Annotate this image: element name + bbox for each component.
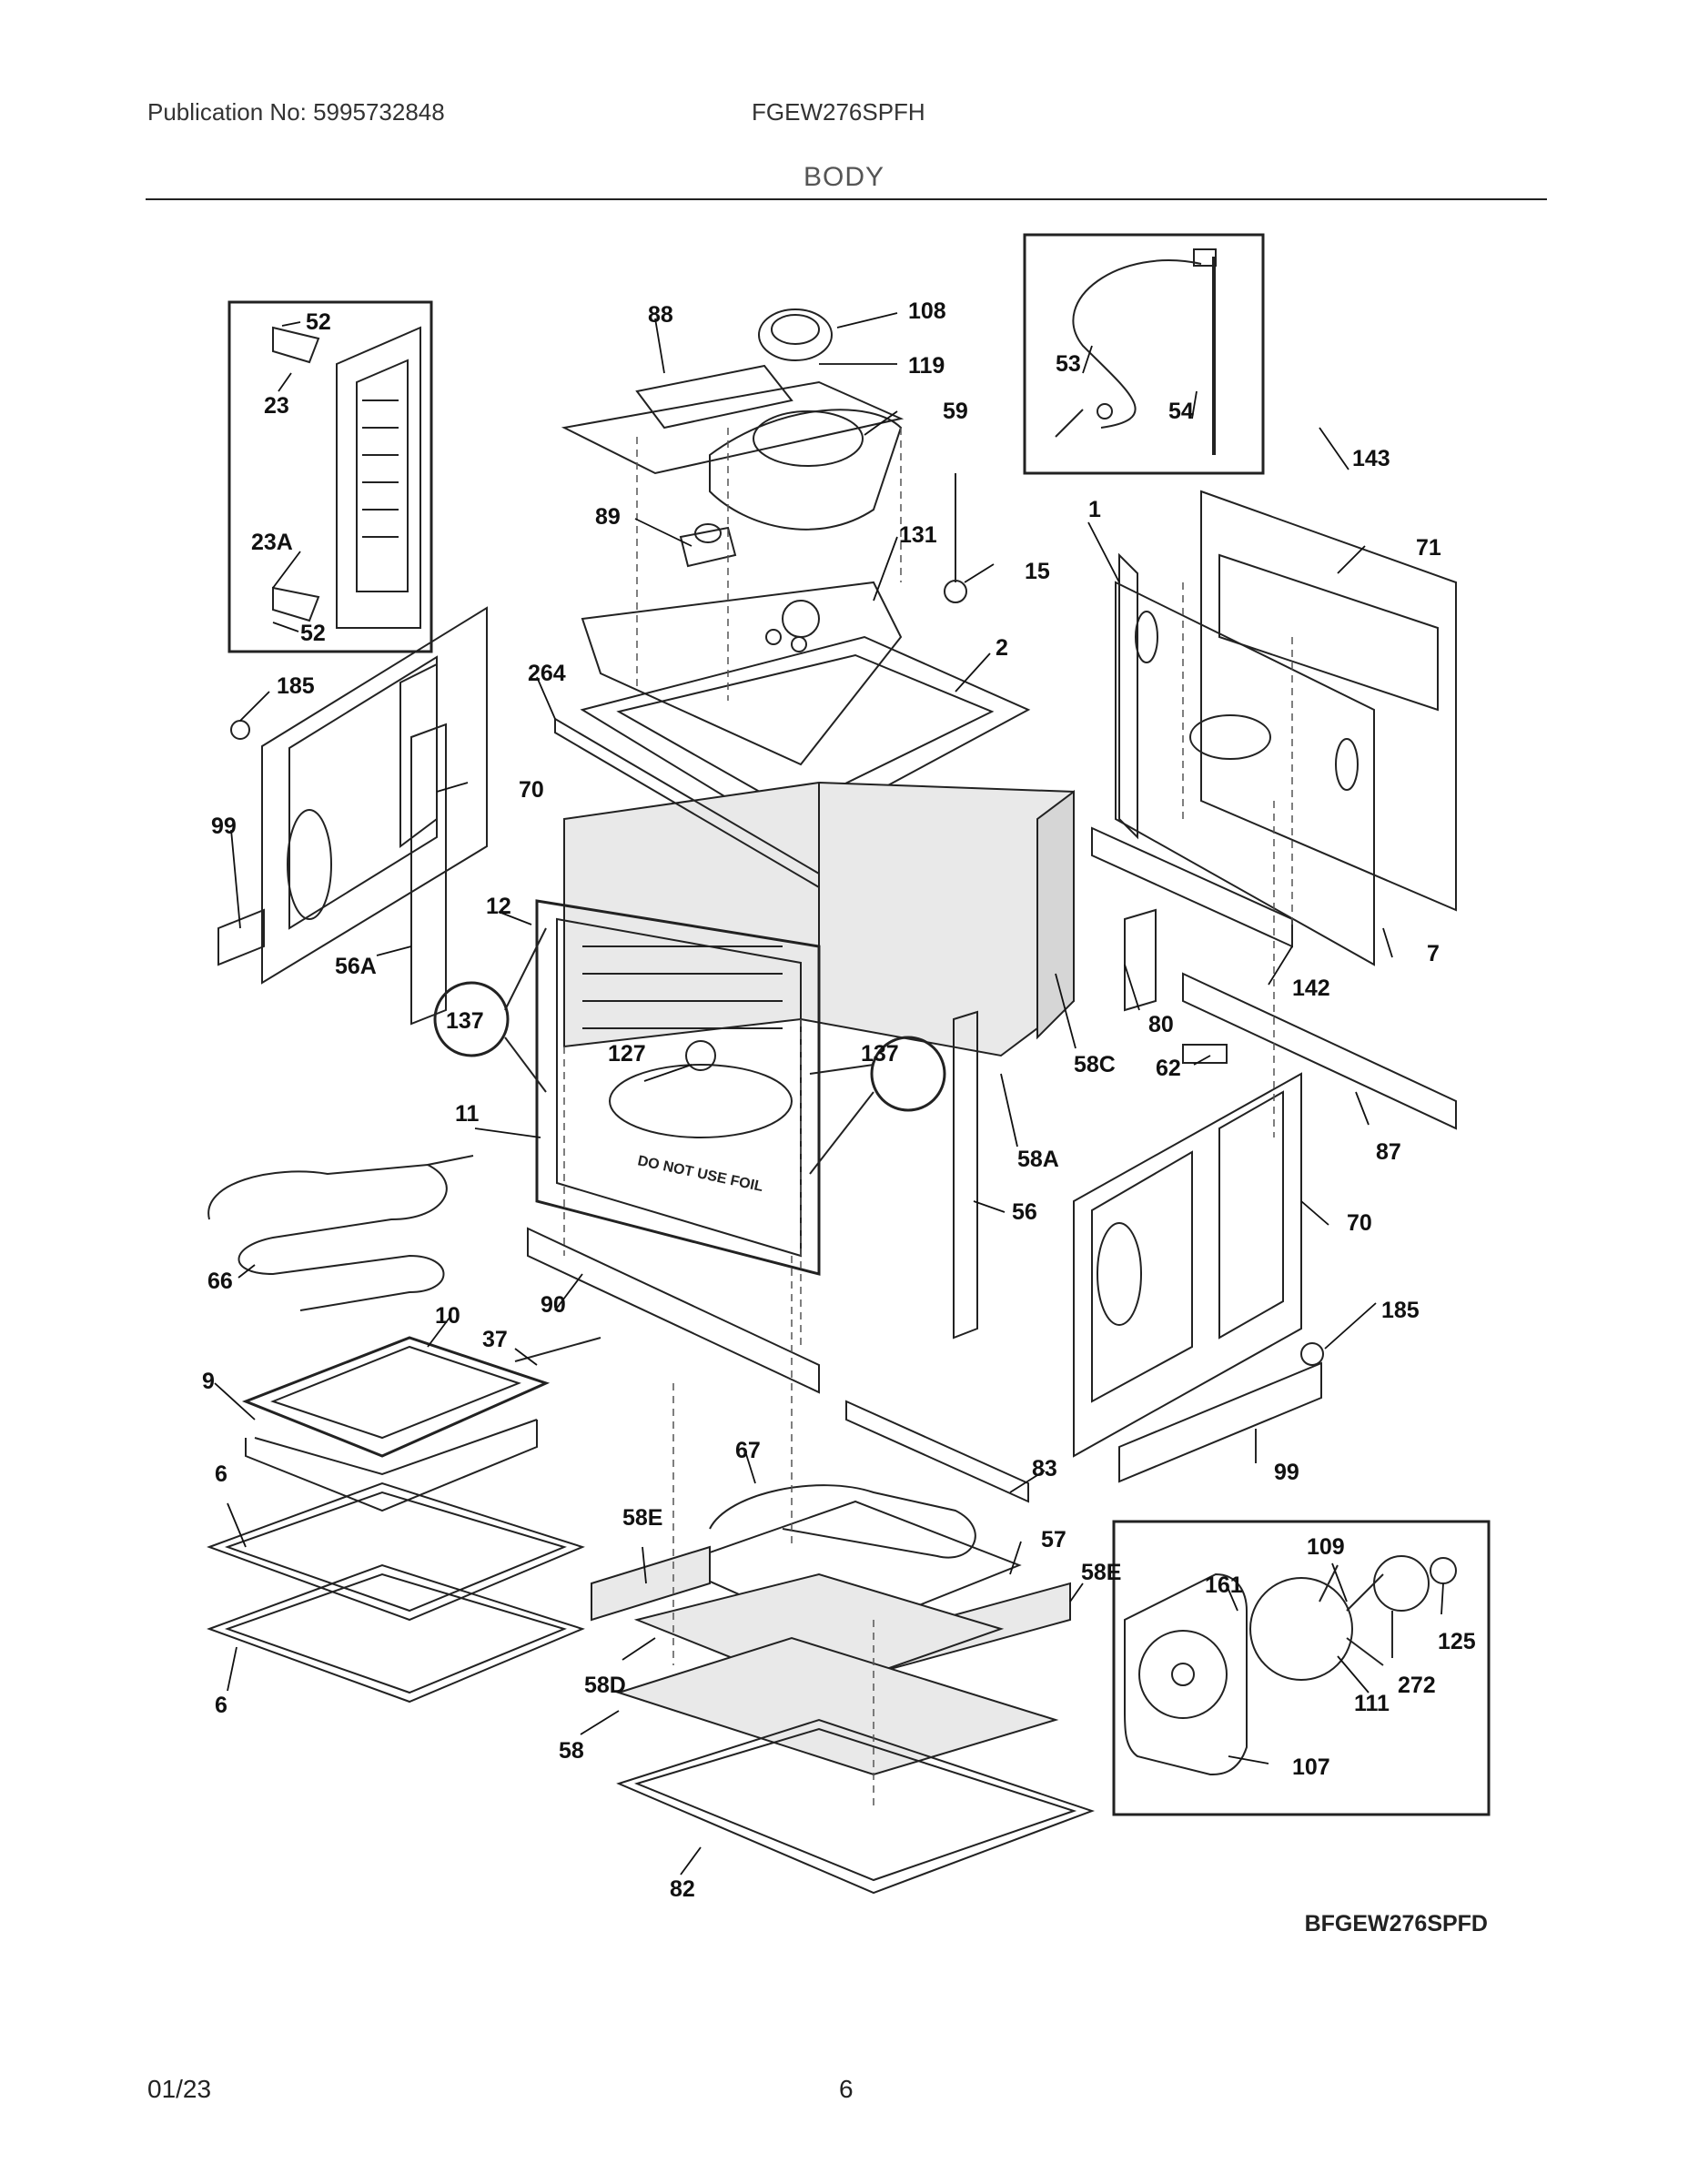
callout-37: 37 xyxy=(482,1327,508,1352)
diagram-reference-code: BFGEW276SPFD xyxy=(1304,1911,1488,1936)
callout-9: 9 xyxy=(202,1369,215,1394)
footer-date: 01/23 xyxy=(147,2075,212,2103)
callout-58: 58 xyxy=(559,1738,584,1764)
callout-11: 11 xyxy=(455,1101,480,1127)
callout-264: 264 xyxy=(528,661,566,686)
callout-119: 119 xyxy=(908,353,945,379)
callout-15: 15 xyxy=(1025,559,1050,584)
callout-6-bottom: 6 xyxy=(215,1693,227,1718)
callout-23: 23 xyxy=(264,393,289,419)
callout-127: 127 xyxy=(608,1041,646,1067)
callout-142: 142 xyxy=(1292,976,1330,1001)
callout-137-right: 137 xyxy=(861,1041,899,1067)
callout-143: 143 xyxy=(1352,446,1390,471)
model-number: FGEW276SPFH xyxy=(752,98,925,126)
callout-52-top: 52 xyxy=(306,309,331,335)
callout-58A: 58A xyxy=(1017,1147,1059,1172)
callout-56: 56 xyxy=(1012,1199,1037,1225)
callout-108: 108 xyxy=(908,298,946,324)
callout-58E-right: 58E xyxy=(1081,1560,1121,1585)
inset-rack-support xyxy=(227,300,433,653)
section-title: BODY xyxy=(803,162,885,192)
callout-54: 54 xyxy=(1168,399,1194,424)
callout-58E-left: 58E xyxy=(622,1505,662,1531)
callout-82: 82 xyxy=(670,1876,695,1902)
callout-80: 80 xyxy=(1148,1012,1174,1037)
svg-text:DO NOT USE FOIL: DO NOT USE FOIL xyxy=(636,1153,764,1195)
callout-53: 53 xyxy=(1056,351,1081,377)
callout-89: 89 xyxy=(595,504,621,530)
page-number: 6 xyxy=(839,2075,854,2103)
publication-number: Publication No: 5995732848 xyxy=(147,98,445,126)
callout-161: 161 xyxy=(1205,1572,1243,1598)
callout-6-top: 6 xyxy=(215,1461,227,1487)
callout-12: 12 xyxy=(486,894,511,919)
callout-137-left: 137 xyxy=(446,1008,484,1034)
callout-83: 83 xyxy=(1032,1456,1057,1481)
callout-99-left: 99 xyxy=(211,814,237,839)
inset-convection-fan xyxy=(1112,1520,1491,1816)
header-rule xyxy=(146,198,1547,200)
callout-67: 67 xyxy=(735,1438,761,1463)
callout-62: 62 xyxy=(1156,1056,1181,1081)
callout-87: 87 xyxy=(1376,1139,1401,1165)
inset-sensor xyxy=(1023,233,1265,475)
callout-59: 59 xyxy=(943,399,968,424)
callout-1: 1 xyxy=(1088,497,1101,522)
callout-88: 88 xyxy=(648,302,673,328)
callout-57: 57 xyxy=(1041,1527,1066,1552)
callout-66: 66 xyxy=(207,1269,233,1294)
callout-125: 125 xyxy=(1438,1629,1476,1654)
callout-111: 111 xyxy=(1354,1691,1390,1716)
callout-10: 10 xyxy=(435,1303,460,1329)
callout-90: 90 xyxy=(541,1292,566,1318)
callout-70-left: 70 xyxy=(519,777,544,803)
callout-131: 131 xyxy=(899,522,937,548)
callout-52-bottom: 52 xyxy=(300,621,326,646)
callout-2: 2 xyxy=(996,635,1008,661)
callout-99-right: 99 xyxy=(1274,1460,1299,1485)
callout-107: 107 xyxy=(1292,1754,1330,1780)
callout-272: 272 xyxy=(1398,1673,1436,1698)
callout-58D: 58D xyxy=(584,1673,626,1698)
callout-70-right: 70 xyxy=(1347,1210,1372,1236)
callout-58C: 58C xyxy=(1074,1052,1116,1077)
callout-185-right: 185 xyxy=(1381,1298,1420,1323)
callout-185-left: 185 xyxy=(277,673,315,699)
callout-7: 7 xyxy=(1427,941,1440,966)
callout-23A: 23A xyxy=(251,530,293,555)
callout-109: 109 xyxy=(1307,1534,1345,1560)
callout-71: 71 xyxy=(1416,535,1441,561)
callout-56A: 56A xyxy=(335,954,377,979)
